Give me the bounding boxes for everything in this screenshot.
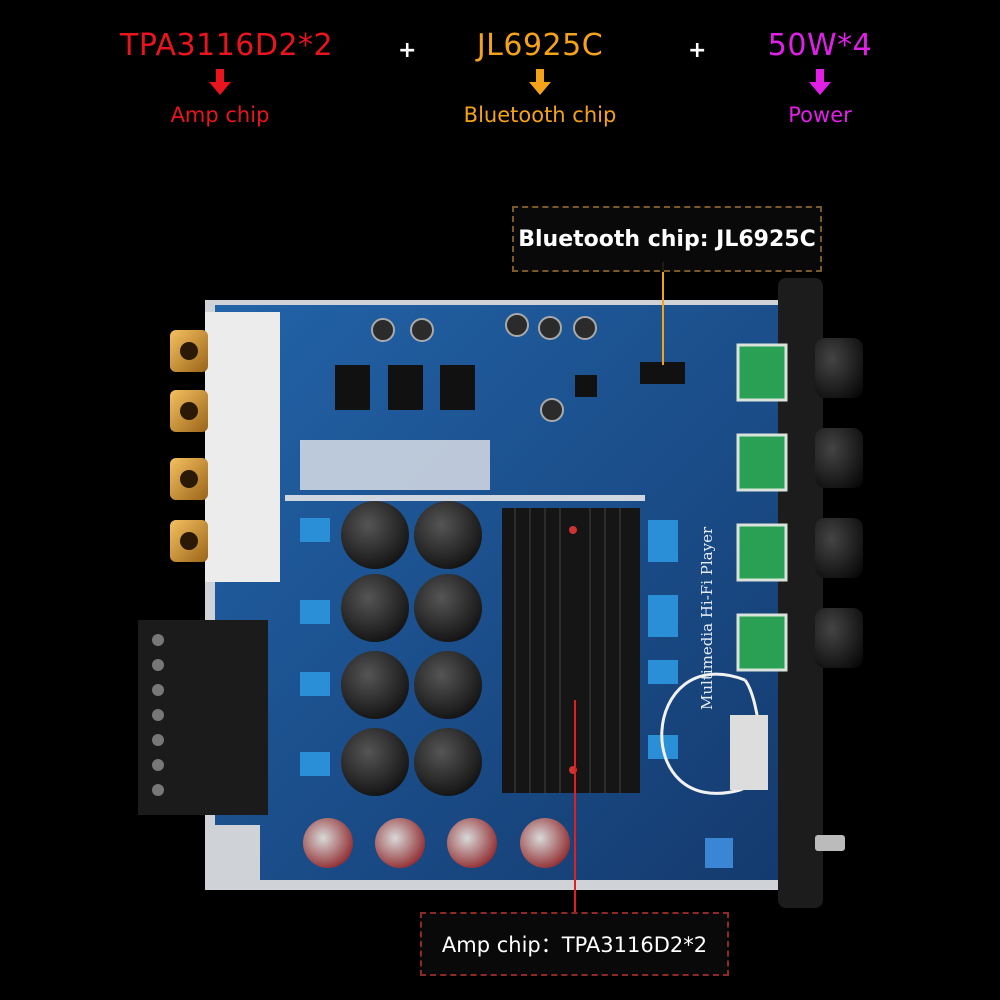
heatsink bbox=[502, 508, 640, 793]
power-toggle bbox=[815, 835, 845, 851]
front-panel bbox=[778, 278, 823, 908]
potentiometer bbox=[736, 613, 788, 672]
spec-power: 50W*4 Power bbox=[720, 28, 920, 127]
inductor bbox=[414, 651, 482, 719]
balance-knob bbox=[815, 608, 863, 668]
spec-bluetooth-value: JL6925C bbox=[476, 28, 604, 63]
spec-bluetooth-label: Bluetooth chip bbox=[463, 103, 617, 127]
filter-capacitor bbox=[520, 818, 570, 868]
spec-power-value: 50W*4 bbox=[767, 28, 873, 63]
inductor bbox=[414, 501, 482, 569]
amp-chip-callout: Amp chip：TPA3116D2*2 bbox=[420, 912, 729, 976]
inductor bbox=[341, 728, 409, 796]
amp-chip-callout-text: Amp chip：TPA3116D2*2 bbox=[441, 933, 708, 957]
potentiometer bbox=[736, 523, 788, 582]
bass-knob bbox=[815, 518, 863, 578]
filter-capacitor bbox=[375, 818, 425, 868]
inductor bbox=[414, 728, 482, 796]
potentiometer bbox=[736, 343, 788, 402]
potentiometer bbox=[736, 433, 788, 492]
plus-separator: + bbox=[688, 38, 707, 63]
filter-capacitor bbox=[447, 818, 497, 868]
spec-amp-label: Amp chip bbox=[170, 103, 270, 127]
inductor bbox=[414, 574, 482, 642]
spec-bluetooth-chip: JL6925C Bluetooth chip bbox=[440, 28, 640, 127]
silkscreen-text: Multimedia Hi-Fi Player bbox=[698, 526, 716, 710]
treble-knob bbox=[815, 428, 863, 488]
speaker-terminal-block bbox=[138, 620, 268, 815]
rca-jack bbox=[170, 520, 208, 562]
spec-amp-chip: TPA3116D2*2 Amp chip bbox=[120, 28, 334, 127]
bluetooth-chip-callout: Bluetooth chip: JL6925C bbox=[512, 206, 822, 272]
bluetooth-chip-callout-text: Bluetooth chip: JL6925C bbox=[518, 226, 816, 252]
spec-amp-value: TPA3116D2*2 bbox=[120, 28, 334, 63]
filter-capacitor bbox=[303, 818, 353, 868]
inductor bbox=[341, 574, 409, 642]
spec-power-label: Power bbox=[788, 103, 852, 127]
rca-jack bbox=[170, 330, 208, 372]
arrow-down-icon bbox=[809, 69, 831, 95]
rca-jack bbox=[170, 458, 208, 500]
arrow-down-icon bbox=[209, 69, 231, 95]
bluetooth-chip bbox=[640, 362, 685, 384]
volume-knob bbox=[815, 338, 863, 398]
rca-jack bbox=[170, 390, 208, 432]
inductor bbox=[341, 501, 409, 569]
arrow-down-icon bbox=[529, 69, 551, 95]
inductor bbox=[341, 651, 409, 719]
rca-connector-housing bbox=[205, 312, 280, 582]
dc-jack bbox=[205, 825, 260, 880]
plus-separator: + bbox=[398, 38, 417, 63]
